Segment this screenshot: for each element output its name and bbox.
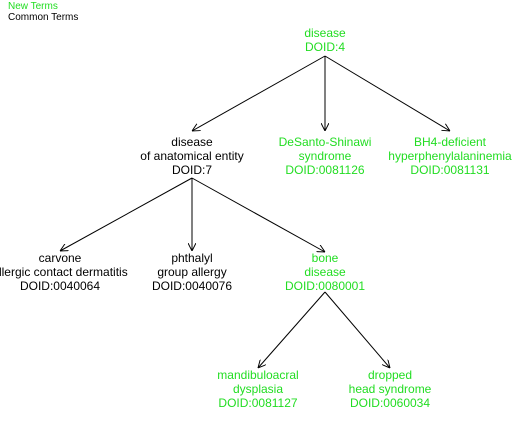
legend-common-terms: Common Terms: [8, 12, 79, 23]
edge-bone-to-dropped: [324, 291, 390, 368]
node-label-line: dropped: [367, 368, 413, 382]
node-label-line: syndrome: [298, 149, 352, 163]
edge-bone-to-mandibulo: [258, 291, 326, 368]
node-label-line: phthalyl: [171, 251, 213, 265]
node-label-line: carvone: [38, 251, 82, 265]
node-label-line: mandibuloacral: [217, 368, 299, 382]
node-label-line: bone: [311, 251, 339, 265]
node-id-label: DOID:0040076: [151, 279, 233, 293]
node-label-line: allergic contact dermatitis: [0, 265, 128, 279]
node-id-label: DOID:0080001: [284, 279, 366, 293]
node-label-line: disease: [171, 135, 213, 149]
edge-disease-to-anatomical: [192, 55, 326, 131]
node-label-line: DeSanto-Shinawi: [278, 135, 372, 149]
edge-anatomical-to-bone: [191, 177, 325, 252]
node-label-line: disease: [304, 265, 346, 279]
node-label-line: hyperphenylalaninemia: [388, 149, 512, 163]
edge-anatomical-to-carvone: [60, 177, 193, 251]
node-label-line: group allergy: [157, 265, 227, 279]
node-id-label: DOID:0040064: [19, 279, 101, 293]
node-id-label: DOID:0081131: [410, 163, 490, 177]
node-label-line: dysplasia: [232, 382, 284, 396]
node-label-line: disease: [304, 26, 346, 40]
node-label-line: BH4-deficient: [413, 135, 487, 149]
node-id-label: DOID:0081126: [285, 163, 365, 177]
node-id-label: DOID:0060034: [349, 396, 431, 410]
legend-new-terms: New Terms: [8, 1, 58, 12]
node-label-line: of anatomical entity: [140, 149, 244, 163]
node-id-label: DOID:4: [304, 40, 345, 54]
node-label-line: head syndrome: [348, 382, 432, 396]
node-id-label: DOID:7: [171, 163, 213, 177]
edge-layer: [60, 55, 450, 368]
node-id-label: DOID:0081127: [218, 396, 298, 410]
edge-disease-to-bh4: [324, 55, 450, 131]
